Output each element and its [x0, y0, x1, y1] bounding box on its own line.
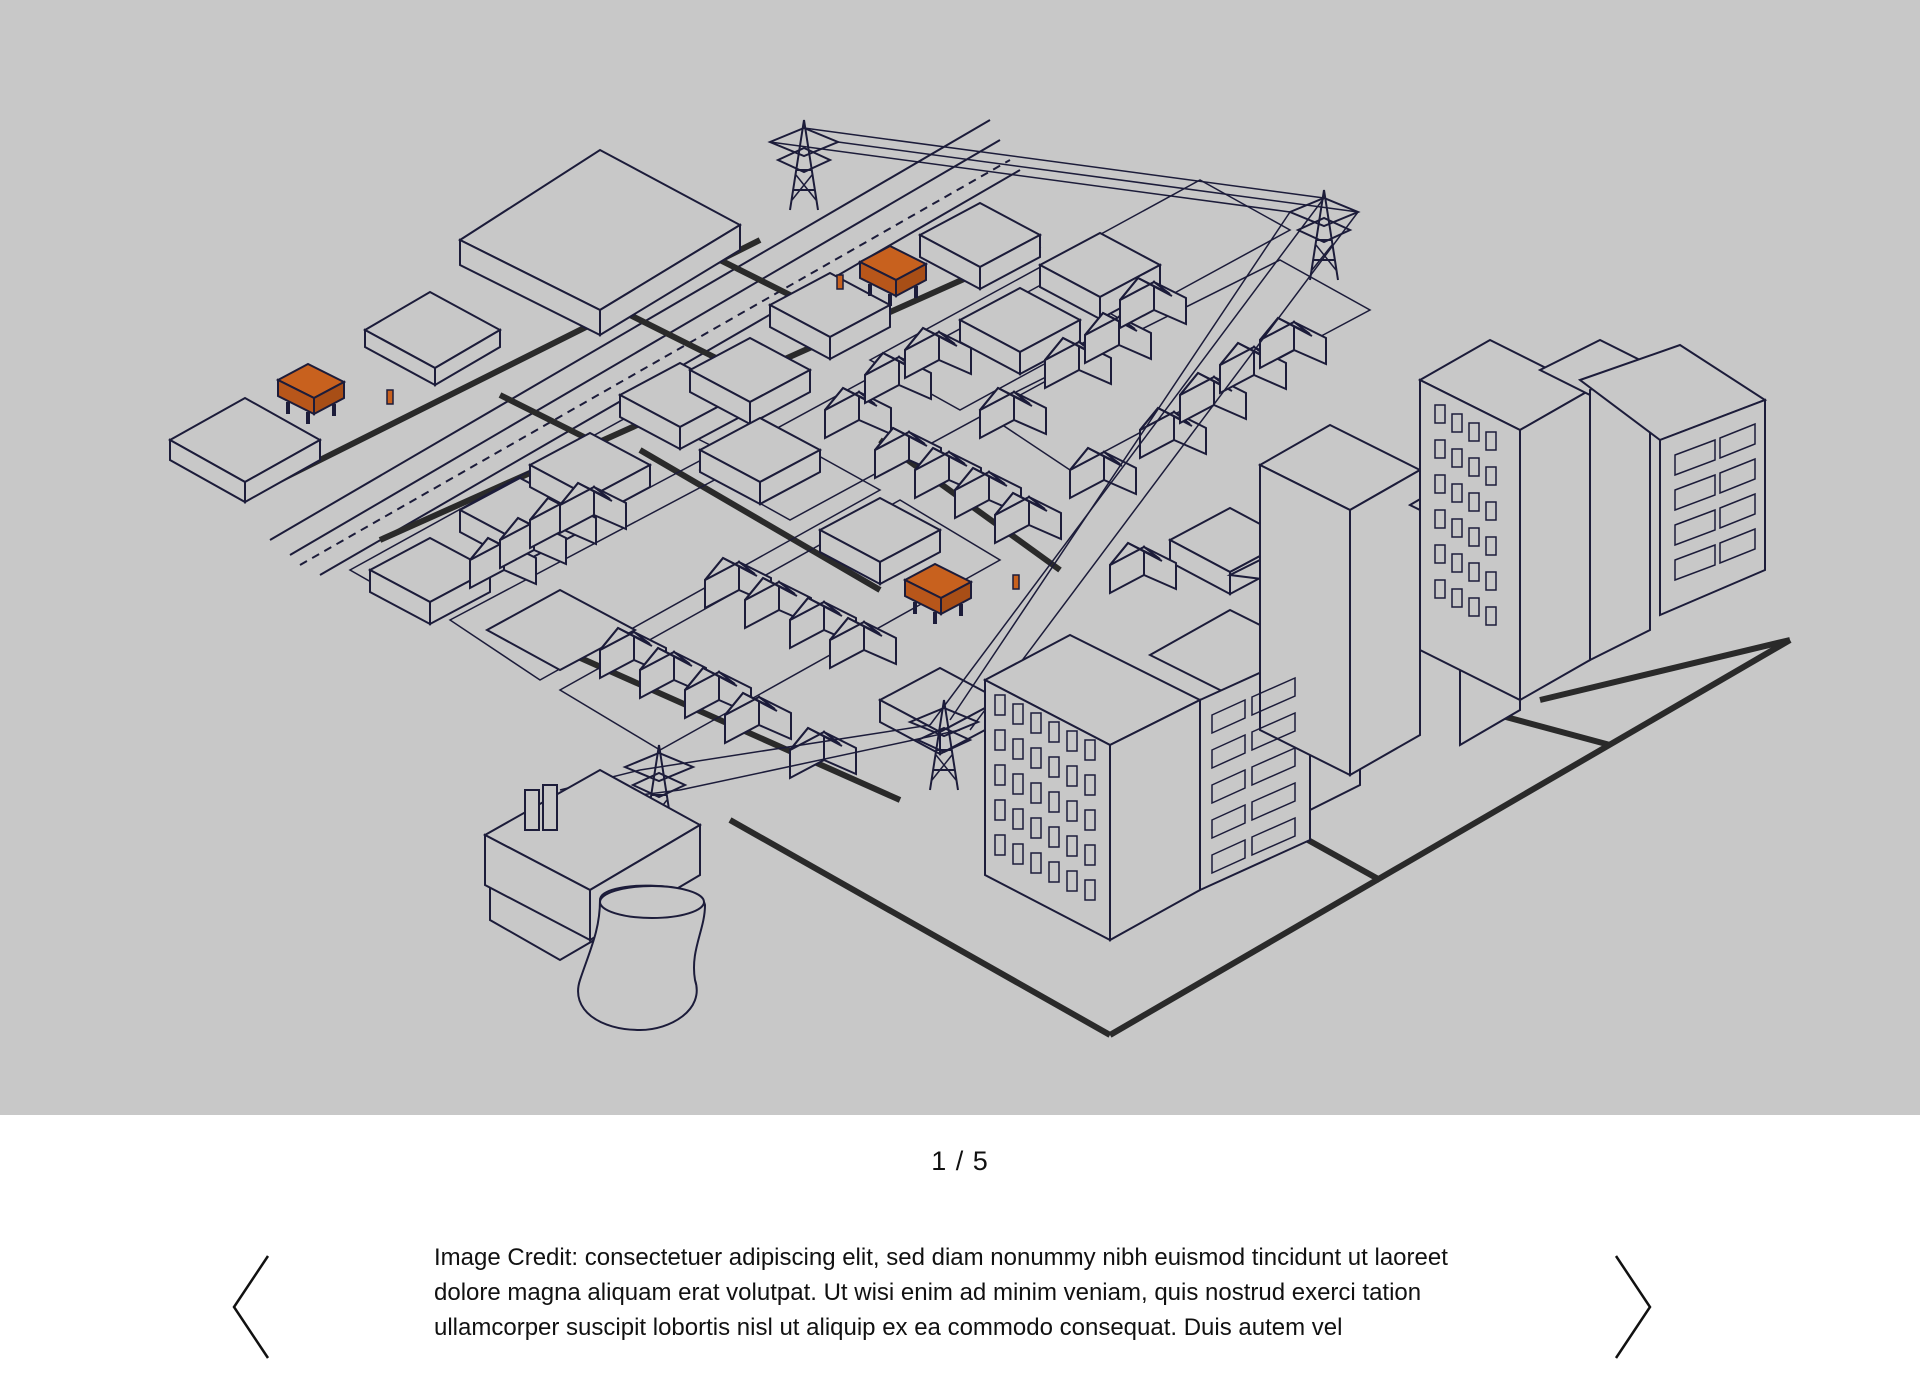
- illustration-stage: [0, 0, 1920, 1115]
- chevron-right-icon: [1614, 1255, 1652, 1359]
- previous-slide-button[interactable]: [228, 1252, 276, 1362]
- slide-counter: 1 / 5: [931, 1146, 989, 1176]
- image-caption: Image Credit: consectetuer adipiscing el…: [434, 1244, 1448, 1341]
- chevron-left-icon: [232, 1255, 270, 1359]
- isometric-city-illustration: [167, 119, 1792, 1038]
- next-slide-button[interactable]: [1608, 1252, 1656, 1362]
